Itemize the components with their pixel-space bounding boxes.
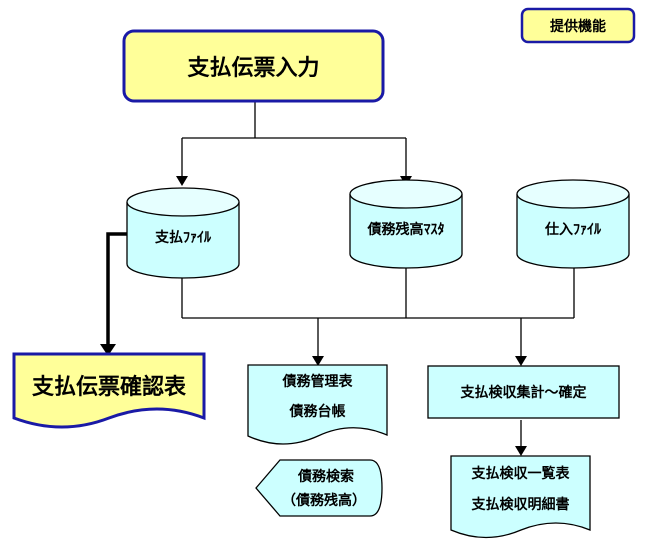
debt-docs-line-1: 債務管理表 — [282, 374, 353, 390]
debt-master-label: 債務残高ﾏｽﾀ — [367, 222, 445, 238]
main-input-box — [122, 29, 385, 103]
debt-docs-line-2: 債務台帳 — [289, 404, 346, 420]
connector-input-to-files — [181, 100, 407, 180]
main-input-label: 支払伝票入力 — [187, 56, 320, 81]
inspection-docs-shape — [450, 455, 591, 539]
display-shape — [255, 459, 383, 517]
payment-file-label: 支払ﾌｧｲﾙ — [155, 230, 211, 246]
connector-files-bus — [181, 268, 575, 319]
badge-label: 提供機能 — [550, 18, 606, 35]
arrowheads — [100, 176, 527, 456]
cylinder-purchase-file — [516, 179, 630, 269]
inspection-docs-line-2: 支払検収明細書 — [471, 497, 570, 513]
arrowhead — [515, 446, 527, 456]
display-line-2: （債務残高） — [282, 493, 366, 509]
arrowhead — [176, 176, 188, 186]
cylinder-payment-file — [126, 187, 240, 279]
display-line-1: 債務検索 — [298, 469, 354, 485]
inspection-docs-line-1: 支払検収一覧表 — [471, 466, 570, 482]
inspection-box — [427, 365, 620, 419]
confirmation-report-label: 支払伝票確認表 — [31, 375, 186, 400]
purchase-file-label: 仕入ﾌｧｲﾙ — [545, 222, 601, 238]
debt-docs-shape — [247, 364, 388, 445]
arrowhead — [100, 344, 116, 356]
inspection-label: 支払検収集計～確定 — [460, 385, 587, 401]
connectors — [106, 100, 575, 450]
badge-box — [520, 7, 636, 44]
cylinder-debt-master — [349, 179, 463, 269]
arrowhead — [312, 356, 324, 366]
arrowhead — [515, 356, 527, 366]
connector-payment-to-confirmation — [106, 232, 130, 348]
confirmation-report-shape — [12, 352, 206, 429]
